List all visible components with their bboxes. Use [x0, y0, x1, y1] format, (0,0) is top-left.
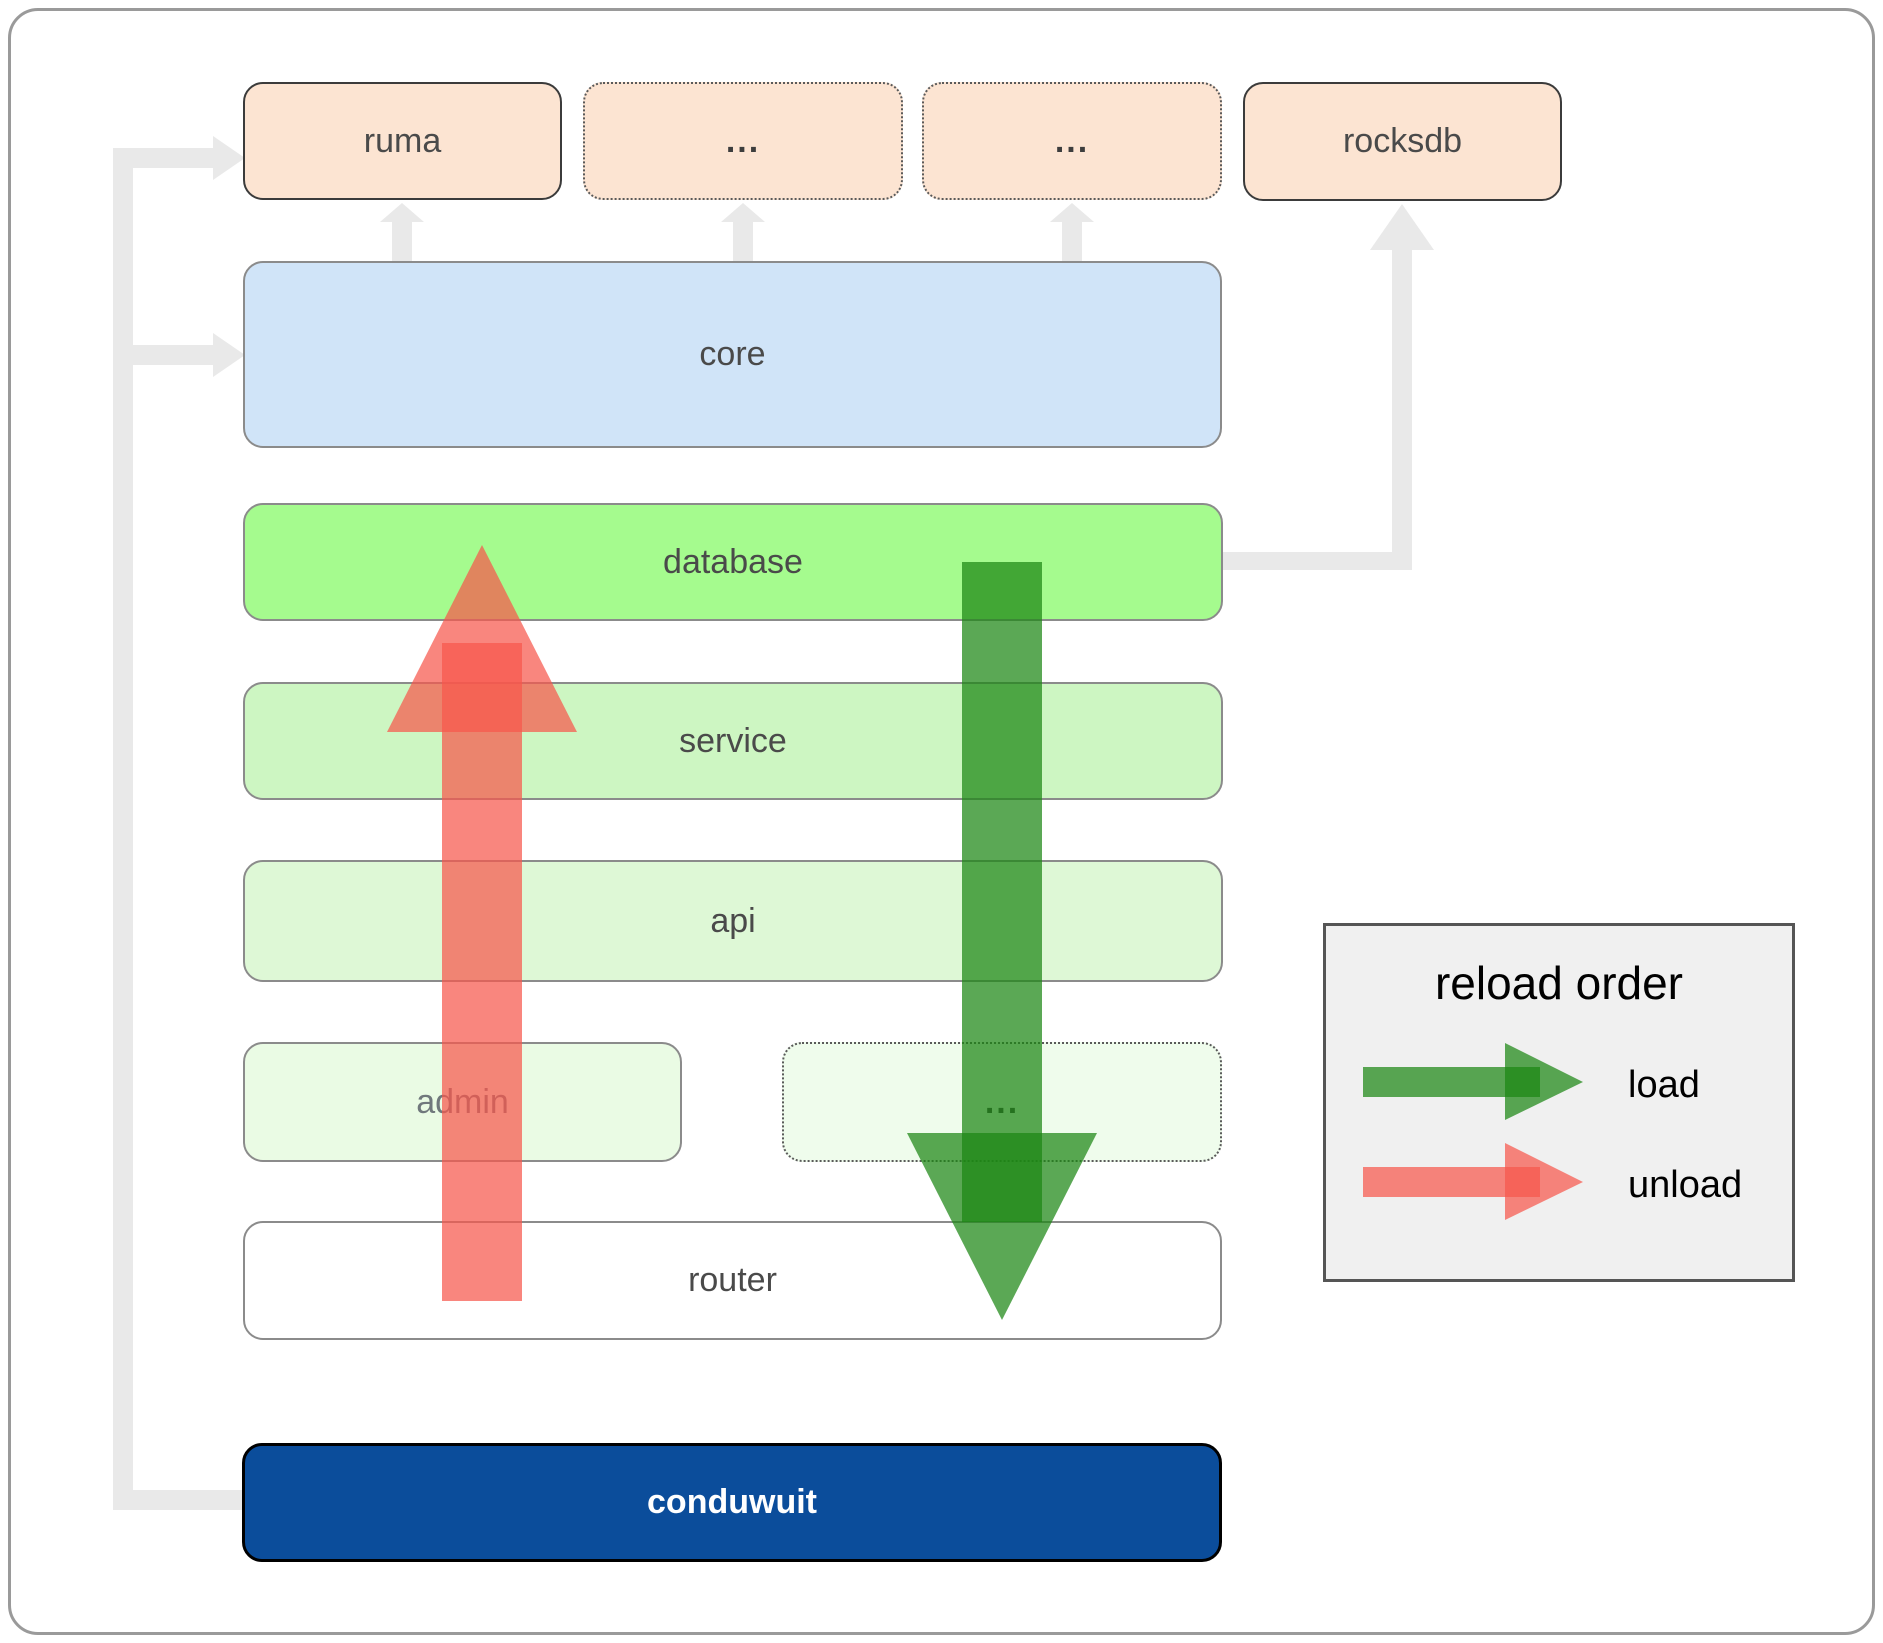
legend-unload-arrowhead-icon — [1505, 1143, 1583, 1220]
legend-unload-arrow-icon — [1363, 1143, 1583, 1220]
arrowhead-into-ruma-icon — [213, 136, 245, 180]
arrowhead-up-crate2-icon — [1050, 203, 1094, 222]
legend-unload-label: unload — [1628, 1164, 1743, 1206]
node-rocksdb-label: rocksdb — [1342, 122, 1463, 160]
left-trunk-line — [113, 148, 133, 1510]
conduwuit-feedback-connector — [113, 136, 245, 1510]
node-router-label: router — [688, 1261, 777, 1299]
core-to-crates-arrows — [380, 203, 1094, 263]
core-to-ruma-line — [392, 221, 412, 263]
branch-to-ruma-line — [133, 148, 215, 168]
arrowhead-up-crate1-icon — [721, 203, 765, 222]
unload-arrow — [387, 545, 577, 1301]
node-core: core — [243, 261, 1222, 448]
arrowhead-into-rocksdb-icon — [1370, 204, 1434, 250]
load-arrow-shaft — [962, 562, 1042, 1222]
node-database: database — [243, 503, 1223, 621]
node-ruma-label: ruma — [363, 121, 442, 160]
load-arrowhead-icon — [907, 1133, 1097, 1320]
unload-arrowhead-icon — [387, 545, 577, 732]
branch-to-core-line — [133, 345, 215, 365]
node-api-label: api — [710, 901, 756, 940]
node-crate-ellipsis-1-label: ... — [725, 121, 761, 160]
arrowhead-into-core-icon — [213, 333, 245, 377]
node-core-label: core — [699, 335, 766, 373]
node-crate-ellipsis-2-label: ... — [1054, 121, 1090, 160]
legend-load-arrowhead-icon — [1505, 1043, 1583, 1120]
core-to-crate2-line — [1062, 221, 1082, 263]
arrowhead-up-ruma-icon — [380, 203, 424, 222]
legend-title: reload order — [1434, 957, 1684, 1009]
legend: reload order load unload — [1323, 923, 1795, 1282]
database-to-rocksdb-connector — [1223, 204, 1434, 570]
node-crate-ellipsis-1: ... — [583, 82, 903, 200]
node-crate-ellipsis-2: ... — [922, 82, 1222, 200]
node-service-label: service — [679, 721, 787, 760]
rocksdb-up-line — [1392, 240, 1412, 570]
database-out-line — [1223, 552, 1403, 570]
conduwuit-out-line — [113, 1490, 245, 1510]
node-ruma: ruma — [243, 82, 562, 200]
node-router: router — [243, 1221, 1222, 1340]
node-conduwuit-label: conduwuit — [647, 1483, 817, 1521]
node-database-label: database — [663, 542, 803, 581]
node-conduwuit: conduwuit — [242, 1443, 1222, 1562]
legend-load-arrow-icon — [1363, 1043, 1583, 1120]
unload-arrow-shaft — [442, 643, 522, 1301]
legend-load-label: load — [1628, 1064, 1700, 1106]
load-arrow — [907, 562, 1097, 1320]
node-rocksdb: rocksdb — [1243, 82, 1562, 201]
node-api: api — [243, 860, 1223, 982]
core-to-crate1-line — [733, 221, 753, 263]
